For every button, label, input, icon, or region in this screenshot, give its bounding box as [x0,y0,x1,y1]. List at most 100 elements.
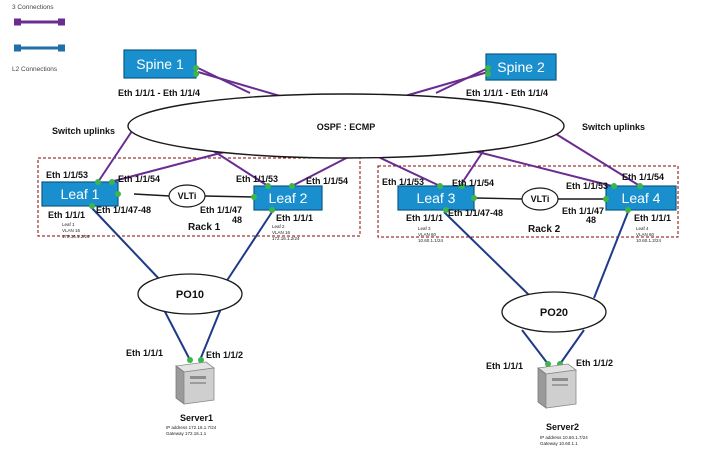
port-dot [289,183,295,189]
link-leaf3-ospf-53 [371,153,441,187]
leaf-4-note-line-2: VLAN 60 [636,232,655,237]
legend-l2-end-left [14,44,21,52]
rack-2-boundary [377,165,679,238]
vlti-right-ring [521,187,559,211]
server-2-port-1-label: Eth 1/1/1 [486,361,523,371]
link-leaf3-vlti [475,197,523,200]
server-2[interactable]: Server2 IP address 10.60.1.7/24 Gateway … [536,363,588,446]
link-leaf4-ospf-54 [555,133,641,187]
leaf-2-note: Leaf 2 VLAN 16 172.16.1.2/24 [272,224,300,241]
leaf-3-port-47-48-label: Eth 1/1/47-48 [448,208,503,218]
leaf-4-note-line-3: 10.60.1.2/24 [636,238,662,243]
leaf-2-body [253,185,323,211]
leaf-3-switch[interactable]: Leaf 3 [397,185,475,211]
link-po10-server1-a [161,305,191,361]
port-dot [437,183,443,189]
leaf-3-note-line-2: VLAN 60 [418,232,437,237]
spine-2-switch[interactable]: Spine 2 [485,53,557,81]
rack-1-label: Rack 1 [188,222,221,233]
port-dot [269,207,275,213]
port-dot [95,179,101,185]
leaf-1-port-1-label: Eth 1/1/1 [48,210,85,220]
legend-l3-end-left [14,18,21,26]
link-po10-server1-b [199,305,223,361]
leaf-2-port-47-label: Eth 1/1/47 [200,205,242,215]
po10-ring [137,273,243,315]
po20-ring [501,291,607,333]
leaf-4-port-47-label: Eth 1/1/47 [562,206,604,216]
leaf-2-note-line-1: Leaf 2 [272,224,285,229]
vlti-left-label: VLTi [178,191,197,201]
link-leaf4-po20 [593,211,629,299]
link-leaf3-po20 [443,211,531,297]
spine-uplinks [197,67,489,97]
leaf-1-port-47-48-label: Eth 1/1/47-48 [96,205,151,215]
leaf-4-switch[interactable]: Leaf 4 [605,185,677,211]
server-1-name: Server1 [180,413,213,423]
link-po20-server2-b [559,329,585,365]
port-dot [459,183,465,189]
leaf-2-port-53-label: Eth 1/1/53 [236,174,278,184]
leaf-1-note-line-3: 172.16.1.2/24 [62,234,90,239]
leaf-1-switch[interactable]: Leaf 1 [41,181,119,207]
leaf-4-note-line-1: Leaf 4 [636,226,649,231]
spine-1-switch[interactable]: Spine 1 [123,49,197,79]
leaf-1-port-54-label: Eth 1/1/54 [118,174,160,184]
port-dot [471,195,477,201]
leaf-2-port-48-label: 48 [232,215,242,225]
port-dot [485,65,491,71]
port-dot [545,361,551,367]
leaf-4-port-1-label: Eth 1/1/1 [634,213,671,223]
link-leaf1-po10 [89,205,163,283]
server-1[interactable]: Server1 IP address 172.16.1.7/24 Gateway… [166,361,217,436]
po20-label: PO20 [540,307,568,319]
link-leaf4-ospf-53 [469,149,613,187]
leaf-1-label: Leaf 1 [61,186,100,202]
leaf-3-label: Leaf 3 [417,190,456,206]
leaf-2-switch[interactable]: Leaf 2 [253,185,323,211]
leaf-2-note-line-3: 172.16.1.2/24 [272,236,300,241]
legend-l2-label: L2 Connections [12,66,58,73]
leaf-3-body [397,185,475,211]
legend-l3-label: 3 Connections [12,4,54,11]
port-dot [109,179,115,185]
port-dot [198,357,204,363]
leaf-4-label: Leaf 4 [622,190,661,206]
port-dot [187,357,193,363]
link-leaf2-ospf-53 [211,149,269,187]
server-2-name: Server2 [546,422,579,432]
port-dot [89,203,95,209]
leaf-3-port-53-label: Eth 1/1/53 [382,177,424,187]
port-dot [115,191,121,197]
port-dot [625,207,631,213]
link-spine1-ospf-b [197,71,281,97]
spine-1-label: Spine 1 [136,56,184,72]
port-dot [485,71,491,77]
leaf-1-note-line-2: VLAN 16 [62,228,81,233]
leaf-2-label: Leaf 2 [269,190,308,206]
link-leaf2-po10 [225,211,273,283]
link-vlti-leaf2 [203,195,255,198]
port-dot [251,194,257,200]
leaf-4-port-54-label: Eth 1/1/54 [622,172,664,182]
link-leaf3-ospf-54 [459,149,485,187]
leaf-3-port-1-label: Eth 1/1/1 [406,213,443,223]
l2-links [89,205,629,365]
vlti-right-label: VLTi [531,194,550,204]
port-dot [611,183,617,189]
server-2-port-2-label: Eth 1/1/2 [576,358,613,368]
leaf-4-port-48-label: 48 [586,215,596,225]
leaf-4-note: Leaf 4 VLAN 60 10.60.1.2/24 [636,226,662,243]
port-dot [603,196,609,202]
port-dots [89,65,643,367]
server-1-icon [174,361,216,405]
ospf-ecmp-cloud [127,93,565,159]
switch-uplinks-label-left: Switch uplinks [52,126,115,136]
server-2-gateway: Gateway 10.60.1.1 [540,441,578,446]
port-dot [193,65,199,71]
spine-2-label: Spine 2 [497,59,545,75]
link-spine2-ospf-b [404,71,489,97]
port-dot [443,207,449,213]
link-po20-server2-a [521,329,549,365]
legend-l2-end-right [58,44,65,52]
